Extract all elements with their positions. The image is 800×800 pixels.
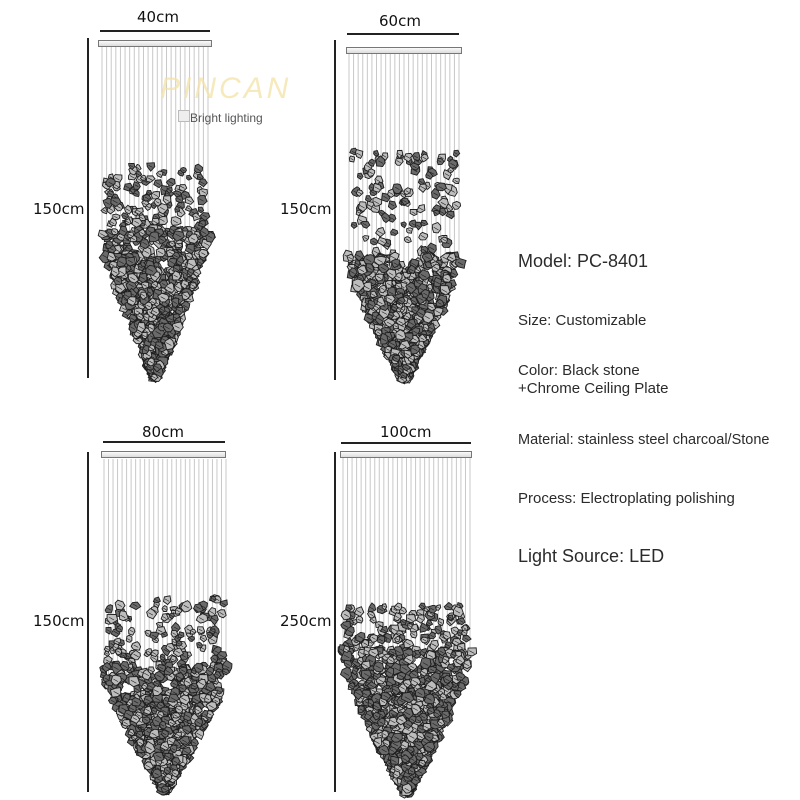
height-dimension-line xyxy=(87,452,89,792)
spec-color-line1: Color: Black stone xyxy=(518,362,640,379)
spec-size: Size: Customizable xyxy=(518,312,647,329)
spec-process: Process: Electroplating polishing xyxy=(518,490,735,507)
chandelier-fixture xyxy=(337,458,478,799)
ceiling-plate xyxy=(340,451,472,458)
height-label: 150cm xyxy=(33,200,85,218)
chandelier-fixture xyxy=(97,47,216,384)
ceiling-plate xyxy=(101,451,226,458)
width-label: 80cm xyxy=(142,423,184,441)
width-dimension-line xyxy=(341,442,471,444)
brand-watermark: PINCAN xyxy=(160,72,292,105)
ceiling-plate xyxy=(346,47,462,54)
chandelier-fixture xyxy=(342,54,467,385)
height-label: 250cm xyxy=(280,612,332,630)
chandelier-fixture xyxy=(99,459,233,796)
width-dimension-line xyxy=(100,30,210,32)
height-label: 150cm xyxy=(280,200,332,218)
height-dimension-line xyxy=(334,40,336,380)
width-label: 40cm xyxy=(137,8,179,26)
width-label: 100cm xyxy=(380,423,432,441)
ceiling-plate xyxy=(98,40,212,47)
spec-model: Model: PC-8401 xyxy=(518,251,649,271)
brand-tagline: Bright lighting xyxy=(190,111,263,125)
height-dimension-line xyxy=(87,38,89,378)
width-dimension-line xyxy=(347,33,459,35)
spec-light-source: Light Source: LED xyxy=(518,546,665,566)
spec-material: Material: stainless steel charcoal/Stone xyxy=(518,432,770,448)
width-label: 60cm xyxy=(379,12,421,30)
watermark-logo-icon xyxy=(178,110,190,122)
height-label: 150cm xyxy=(33,612,85,630)
spec-color-line2: +Chrome Ceiling Plate xyxy=(518,380,669,397)
width-dimension-line xyxy=(103,441,225,443)
height-dimension-line xyxy=(334,452,336,792)
